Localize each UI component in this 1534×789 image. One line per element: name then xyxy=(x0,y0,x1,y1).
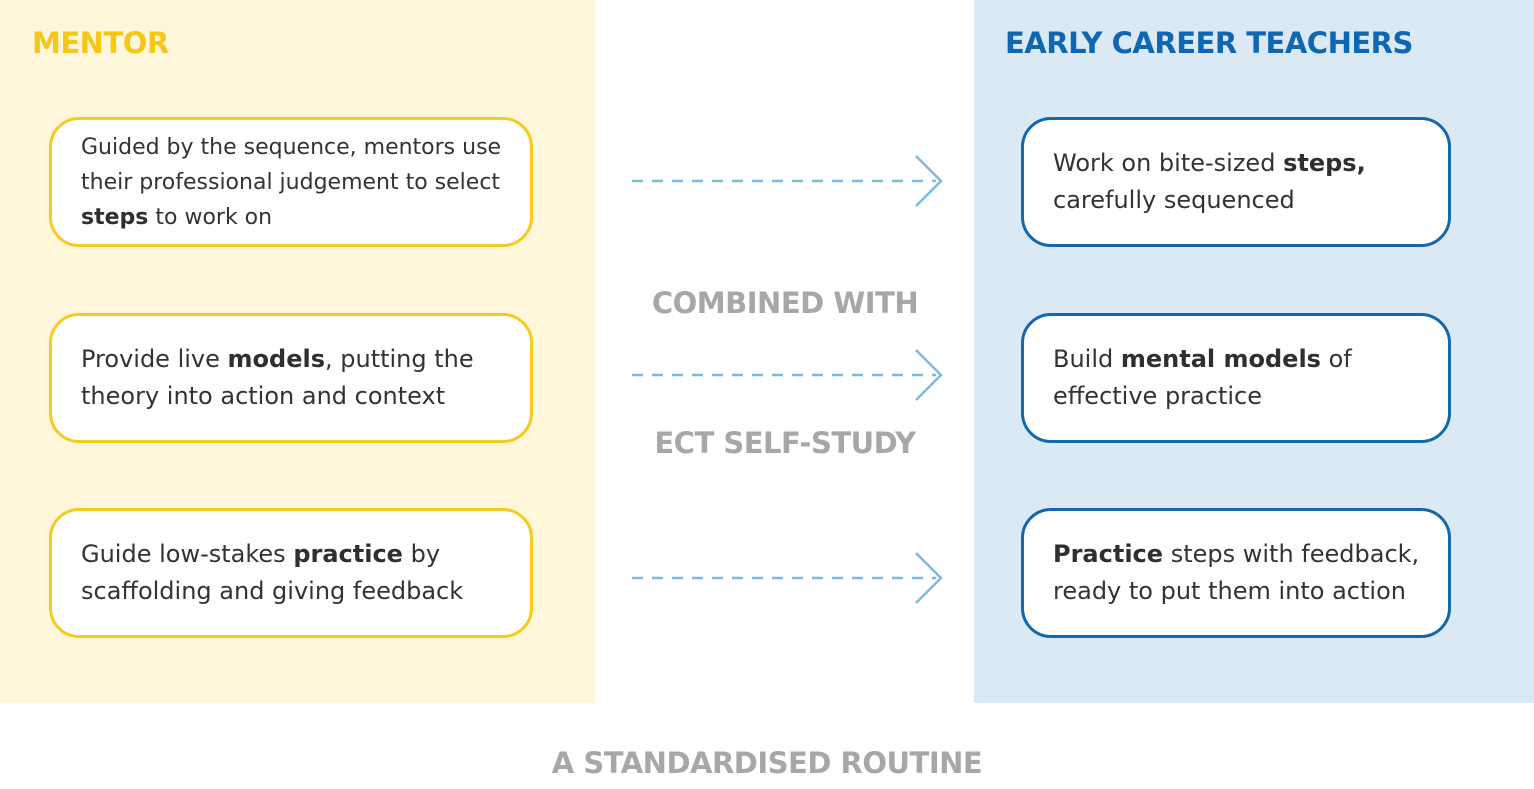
mentor-box-practice: Guide low-stakes practice by scaffolding… xyxy=(49,508,533,638)
combined-with-label: COMBINED WITH xyxy=(651,286,919,320)
mentor-box-bold: models xyxy=(227,345,325,373)
ect-box-text: carefully sequenced xyxy=(1053,186,1295,214)
mentor-box-text: Guided by the sequence, mentors use thei… xyxy=(81,134,502,195)
ect-title: EARLY CAREER TEACHERS xyxy=(1005,26,1413,60)
ect-box-text: of effective practice xyxy=(1053,345,1352,410)
mentor-box-bold: steps xyxy=(81,204,149,230)
ect-box-text: Work on bite-sized xyxy=(1053,149,1284,177)
mentor-title: MENTOR xyxy=(32,26,169,60)
ect-box-practice: Practice steps with feedback, ready to p… xyxy=(1021,508,1451,638)
ect-box-bold: steps, xyxy=(1283,149,1366,177)
mentor-box-text: Provide live xyxy=(81,345,228,373)
ect-box-mental-models: Build mental models of effective practic… xyxy=(1021,313,1451,443)
mentor-box-bold: practice xyxy=(293,540,403,568)
ect-box-text: steps with feedback, ready to put them i… xyxy=(1053,540,1420,605)
mentor-box-models: Provide live models, putting the theory … xyxy=(49,313,533,443)
arrow-models xyxy=(632,349,943,401)
mentor-box-text: to work on xyxy=(148,204,273,230)
mentor-box-text: by scaffolding and giving feedback xyxy=(81,540,464,605)
mentor-box-text: Guide low-stakes xyxy=(81,540,294,568)
arrow-steps xyxy=(632,155,943,207)
ect-box-text: Build xyxy=(1053,345,1121,373)
ect-box-steps: Work on bite-sized steps, carefully sequ… xyxy=(1021,117,1451,247)
ect-box-bold: Practice xyxy=(1053,540,1164,568)
ect-box-bold: mental models xyxy=(1120,345,1321,373)
arrow-practice xyxy=(632,552,943,604)
standardised-routine-label: A STANDARDISED ROUTINE xyxy=(551,746,983,780)
mentor-box-steps: Guided by the sequence, mentors use thei… xyxy=(49,117,533,247)
mentor-box-text: , putting the theory into action and con… xyxy=(81,345,474,410)
ect-self-study-label: ECT SELF-STUDY xyxy=(654,426,916,460)
